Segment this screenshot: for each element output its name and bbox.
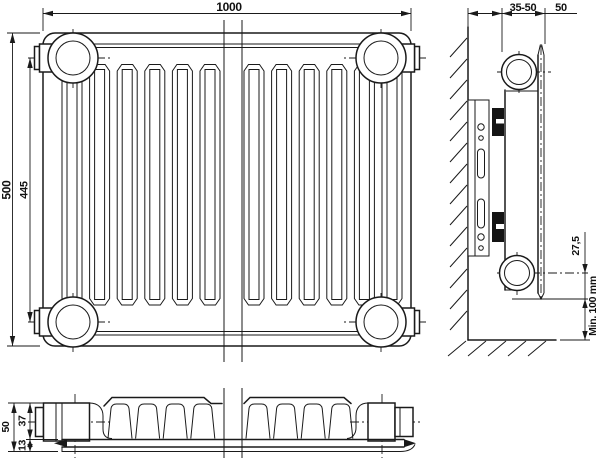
break-lines-bottom: [223, 388, 243, 458]
bracket-clip-top: [492, 108, 504, 136]
convector-fins: [107, 403, 354, 439]
wall-bracket: [467, 99, 504, 257]
side-view: 35-50 50 27,5 Min. 100 mm: [447, 2, 599, 357]
bottom-sheet: [54, 438, 416, 452]
panel-side-profile: [497, 44, 588, 301]
dim-height-500: 500: [0, 32, 40, 347]
dim-panel-depth-label: 37: [17, 415, 29, 427]
dim-pipe-offset: 27,5 Min. 100 mm: [560, 232, 599, 341]
dim-width-1000: 1000: [42, 0, 412, 31]
dim-hub-distance-445: 445: [19, 58, 33, 322]
dim-width-label: 1000: [216, 0, 242, 14]
break-lines-front: [223, 20, 243, 362]
dim-bottom-gap-label: 13: [17, 440, 29, 452]
bracket-clip-bottom: [492, 212, 504, 242]
dim-bottom-depths: 50 37 13: [0, 402, 58, 452]
dim-height-label: 500: [0, 180, 14, 200]
dim-total-depth-label: 50: [0, 421, 12, 433]
dim-depth-label: 50: [555, 2, 567, 14]
front-view: [27, 20, 427, 362]
dim-floor-clearance-label: Min. 100 mm: [587, 276, 599, 336]
floor: [447, 339, 557, 357]
bottom-view: 50 37 13: [0, 388, 420, 458]
dim-pipe-offset-label: 27,5: [570, 236, 582, 256]
dim-wall-distance-label: 35-50: [510, 2, 537, 14]
dim-wall-distance: 35-50 50: [467, 2, 577, 52]
wall: [449, 26, 469, 341]
dim-hub-distance-label: 445: [19, 181, 31, 199]
